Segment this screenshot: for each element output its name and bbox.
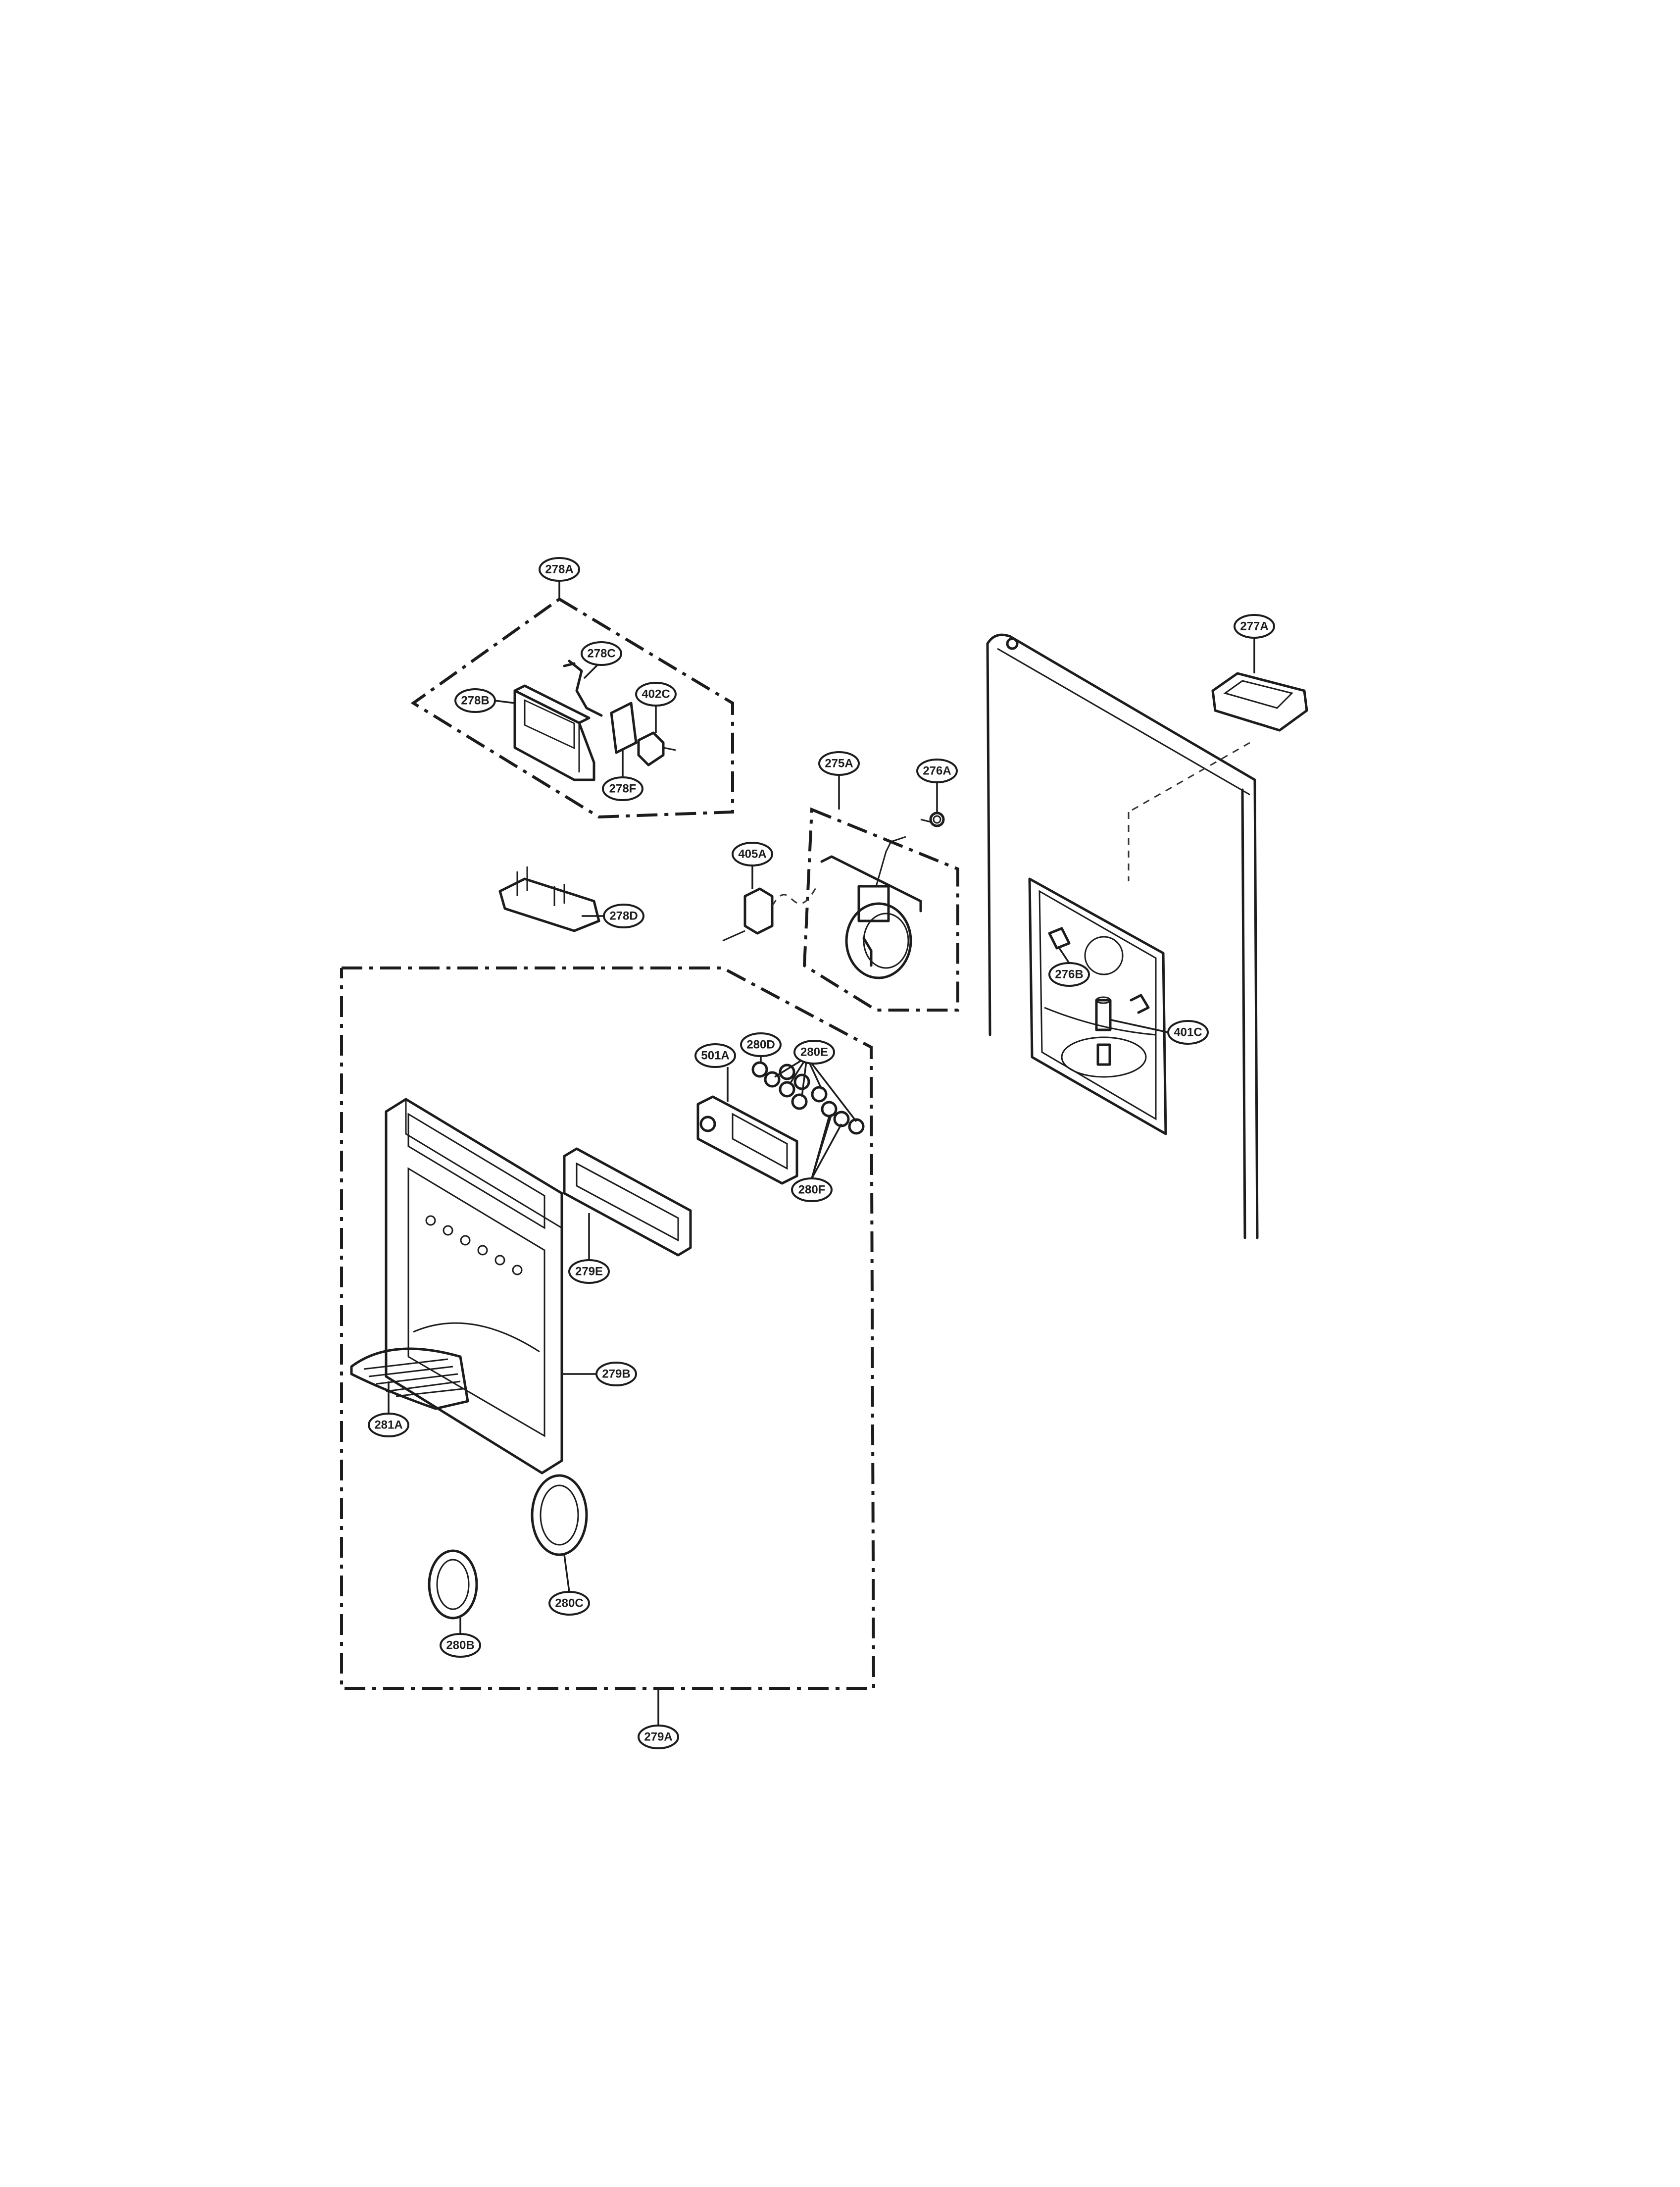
- part-279b-panel: [385, 1098, 563, 1475]
- callout-276b: 276B: [1048, 962, 1090, 987]
- callout-277a: 277A: [1234, 614, 1275, 639]
- svg-text:280F: 280F: [798, 1183, 826, 1197]
- part-276b-mount: [1048, 927, 1071, 950]
- callout-278b: 278B: [454, 688, 496, 713]
- dispenser-recess: [1028, 877, 1167, 1135]
- svg-text:402C: 402C: [642, 688, 670, 701]
- callout-279e: 279E: [568, 1259, 610, 1284]
- part-276a-spring: [920, 812, 945, 827]
- svg-text:281A: 281A: [374, 1419, 402, 1432]
- callout-278a: 278A: [539, 557, 580, 582]
- svg-text:276A: 276A: [923, 764, 951, 778]
- svg-text:401C: 401C: [1174, 1026, 1202, 1039]
- svg-text:276B: 276B: [1055, 968, 1083, 981]
- callout-280e: 280E: [793, 1040, 835, 1065]
- svg-text:280D: 280D: [746, 1038, 775, 1052]
- svg-text:405A: 405A: [738, 848, 766, 861]
- part-278b-housing: [513, 684, 595, 781]
- part-501a-display: [696, 1095, 798, 1185]
- callout-405a: 405A: [732, 842, 773, 866]
- callout-279b: 279B: [595, 1362, 637, 1386]
- callout-280c: 280C: [548, 1591, 590, 1616]
- callout-501a: 501A: [694, 1043, 736, 1068]
- svg-text:279E: 279E: [575, 1265, 603, 1278]
- callout-278d: 278D: [603, 904, 644, 928]
- svg-text:279A: 279A: [644, 1730, 672, 1744]
- svg-text:279B: 279B: [602, 1368, 630, 1381]
- callout-401c: 401C: [1167, 1020, 1209, 1045]
- part-405a-solenoid: [722, 886, 818, 942]
- part-278d-bracket: [498, 866, 600, 932]
- svg-text:278F: 278F: [609, 782, 637, 796]
- callout-279a: 279A: [638, 1725, 679, 1749]
- svg-text:278B: 278B: [461, 694, 489, 708]
- part-401c-light: [1095, 994, 1150, 1031]
- leader-lines: [388, 581, 1255, 1726]
- svg-text:278A: 278A: [545, 563, 573, 576]
- svg-text:278C: 278C: [587, 647, 615, 661]
- svg-text:278D: 278D: [609, 910, 638, 923]
- door-panel: [986, 633, 1259, 1239]
- part-277a-cover: [1128, 672, 1308, 881]
- assembly-279a-boundary: [340, 966, 876, 1690]
- callout-402c: 402C: [635, 682, 677, 707]
- part-280b-lens: [428, 1549, 478, 1620]
- part-281a-drip-tray: [350, 1347, 469, 1410]
- callout-278c: 278C: [581, 641, 622, 666]
- parts-280d-280e-280f-buttons: [751, 1061, 865, 1135]
- svg-text:280C: 280C: [555, 1597, 583, 1610]
- svg-text:275A: 275A: [825, 757, 853, 770]
- assembly-278a-boundary: [410, 597, 734, 819]
- callout-280b: 280B: [440, 1633, 481, 1658]
- callout-275a: 275A: [818, 751, 860, 776]
- svg-text:501A: 501A: [701, 1049, 729, 1063]
- callout-278f: 278F: [602, 776, 643, 801]
- part-402c-switch: [637, 731, 676, 766]
- svg-text:280B: 280B: [446, 1639, 474, 1652]
- callout-281a: 281A: [368, 1413, 409, 1437]
- assembly-275a-boundary: [802, 807, 959, 1012]
- part-278c-lever: [563, 660, 603, 717]
- part-280c-bezel: [531, 1474, 588, 1556]
- callout-280d: 280D: [740, 1032, 782, 1057]
- part-275a-motor: [820, 836, 922, 979]
- callout-280f: 280F: [791, 1177, 833, 1202]
- svg-text:277A: 277A: [1240, 620, 1268, 633]
- part-279e-frame: [563, 1147, 692, 1257]
- part-278f-plate: [610, 702, 638, 754]
- svg-text:280E: 280E: [800, 1046, 828, 1059]
- callout-276a: 276A: [916, 759, 958, 783]
